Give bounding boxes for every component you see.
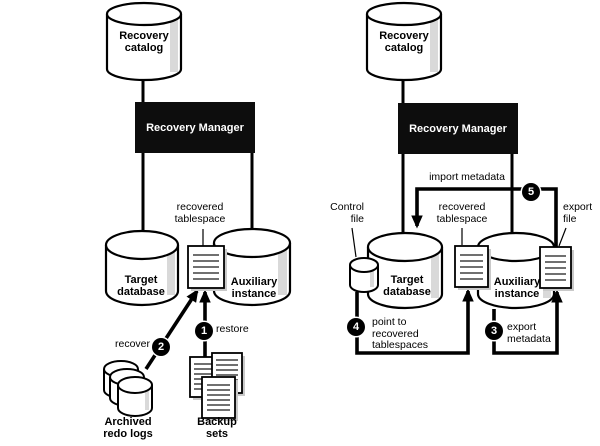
small-cylinders [103,257,379,417]
archived-redo-logs-label: Archived redo logs [103,416,153,440]
backup-sets-label: Backup sets [197,416,237,440]
control-file-leader [351,227,357,258]
document-icons [187,245,574,421]
export-metadata-step-label: export metadata [507,321,551,345]
right-recovery-manager-box: Recovery Manager [398,103,518,154]
left-target-database-label: Target database [117,274,165,298]
import-metadata-step-label: import metadata [429,171,505,183]
right-auxiliary-instance-label: Auxiliary instance [493,276,541,300]
step-3-badge: 3 [485,322,503,340]
left-auxiliary-instance-cylinder-icon [212,227,292,307]
step-2-number: 2 [157,341,165,353]
right-recovered-tablespace-file-icon [454,245,491,290]
step-4-number: 4 [352,321,360,333]
recover-arrow [144,288,199,370]
step-5-number: 5 [527,186,535,198]
step-5-badge: 5 [522,183,540,201]
step-2-badge: 2 [152,338,170,356]
left-auxiliary-instance-label: Auxiliary instance [230,276,278,300]
step-4-badge: 4 [347,318,365,336]
export-file-icon [539,246,574,291]
right-recovery-catalog-cylinder-icon [365,1,443,82]
archived-redo-logs-icon [103,360,153,417]
step-3-number: 3 [490,325,498,337]
right-recovery-catalog-label: Recovery catalog [379,30,429,54]
right-target-database-label: Target database [383,274,431,298]
right-recovered-tablespace-label: recovered tablespace [436,201,488,225]
left-recovery-manager-box: Recovery Manager [135,102,255,153]
restore-step-label: restore [216,323,249,335]
left-recovery-catalog-label: Recovery catalog [119,30,169,54]
export-file-label: export file [563,201,593,225]
step-1-number: 1 [200,325,208,337]
left-recovered-tablespace-file-icon [187,245,227,291]
recover-step-label: recover [114,338,150,350]
import-metadata-arrow [411,187,558,249]
point-to-recovered-step-label: point to recovered tablespaces [372,316,429,351]
export-file-leader [558,227,567,247]
backup-sets-icon [189,352,245,421]
control-file-cylinder-icon [349,257,379,293]
left-recovered-tablespace-label: recovered tablespace [174,201,226,225]
label-leader-lines [202,227,567,258]
step-1-badge: 1 [195,322,213,340]
left-target-database-cylinder-icon [104,229,180,307]
right-target-database-cylinder-icon [366,231,444,310]
control-file-label: Control file [330,201,364,225]
left-recovery-catalog-cylinder-icon [105,1,183,82]
structure-connectors [141,78,514,238]
